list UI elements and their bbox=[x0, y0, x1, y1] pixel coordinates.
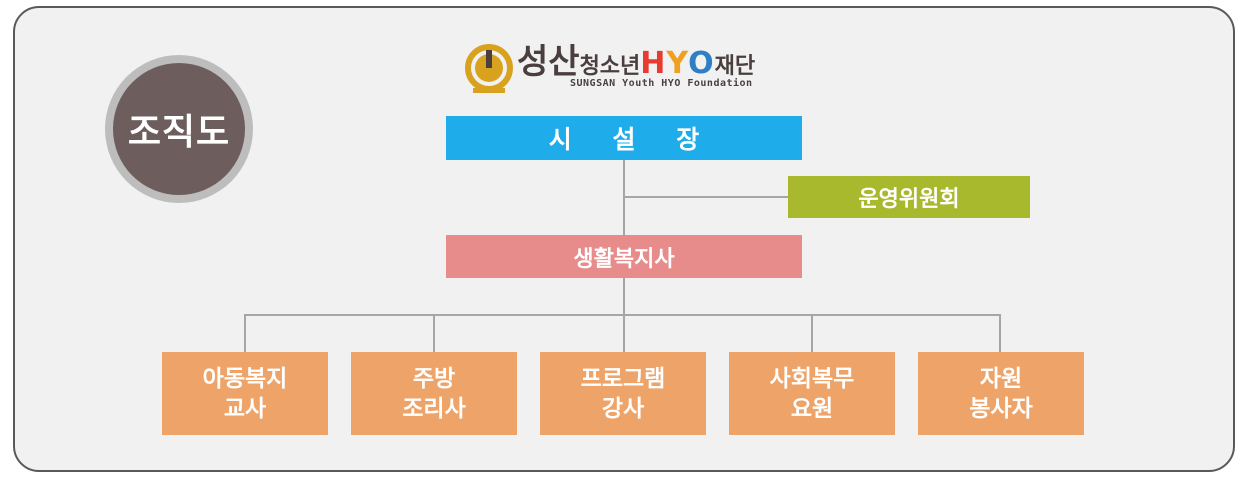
staff-node-child-welfare-teacher: 아동복지 교사 bbox=[162, 352, 328, 435]
connector-staff-5 bbox=[999, 314, 1001, 352]
connector-staff-1 bbox=[244, 314, 246, 352]
connector-staff-2 bbox=[433, 314, 435, 352]
connector-worker-down bbox=[623, 278, 625, 315]
foundation-name-tail: 재단 bbox=[714, 54, 756, 79]
committee-node: 운영위원회 bbox=[788, 176, 1030, 218]
connector-staff-horizontal bbox=[244, 314, 1001, 316]
foundation-subtitle: SUNGSAN Youth HYO Foundation bbox=[570, 78, 753, 89]
staff-node-line2: 교사 bbox=[223, 395, 267, 422]
director-node: 시 설 장 bbox=[446, 116, 802, 160]
staff-node-line2: 봉사자 bbox=[969, 395, 1033, 422]
staff-node-line1: 아동복지 bbox=[202, 365, 288, 392]
connector-to-committee bbox=[623, 196, 789, 198]
connector-staff-4 bbox=[811, 314, 813, 352]
foundation-name: 성산청소년HYO재단 bbox=[517, 42, 755, 88]
foundation-logo: 성산청소년HYO재단 SUNGSAN Youth HYO Foundation bbox=[465, 42, 795, 100]
foundation-emblem-icon bbox=[465, 44, 513, 93]
staff-node-program-instructor: 프로그램 강사 bbox=[540, 352, 706, 435]
org-chart-badge-title: 조직도 bbox=[113, 63, 245, 195]
staff-node-line2: 조리사 bbox=[402, 395, 466, 422]
staff-node-kitchen-cook: 주방 조리사 bbox=[351, 352, 517, 435]
foundation-name-main: 성산 bbox=[517, 42, 580, 82]
staff-node-social-service-agent: 사회복무 요원 bbox=[729, 352, 895, 435]
staff-node-line1: 주방 bbox=[412, 365, 456, 392]
connector-staff-3 bbox=[623, 314, 625, 352]
staff-node-line1: 프로그램 bbox=[580, 365, 666, 392]
staff-node-line1: 자원 bbox=[979, 365, 1023, 392]
foundation-name-y: Y bbox=[666, 46, 689, 81]
foundation-name-youth: 청소년 bbox=[579, 54, 641, 79]
org-chart-badge: 조직도 bbox=[105, 55, 253, 203]
social-worker-node: 생활복지사 bbox=[446, 235, 802, 278]
staff-node-volunteer: 자원 봉사자 bbox=[918, 352, 1084, 435]
foundation-name-h: H bbox=[640, 46, 667, 81]
staff-node-line2: 강사 bbox=[601, 395, 645, 422]
staff-node-line1: 사회복무 bbox=[769, 365, 855, 392]
foundation-name-o: O bbox=[688, 46, 715, 81]
staff-node-line2: 요원 bbox=[790, 395, 834, 422]
